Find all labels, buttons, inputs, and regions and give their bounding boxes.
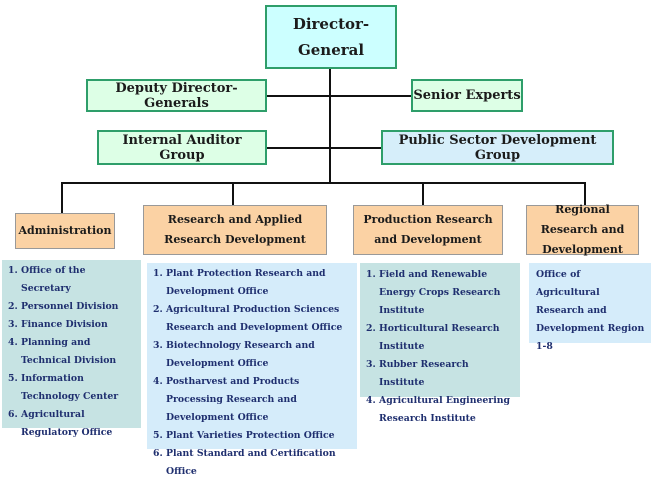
list-item: 1.Office of the Secretary <box>8 265 86 294</box>
director-general-box: Director-General <box>265 5 397 69</box>
list-item: 2.Agricultural Production Sciences Resea… <box>153 304 343 333</box>
connector-lines <box>61 68 586 213</box>
list-item: Office of Agricultural Research and Deve… <box>536 269 645 352</box>
division-research-applied-label: Research and Applied Research Developmen… <box>164 213 306 246</box>
deputy-director-generals-box: Deputy Director-Generals <box>86 79 267 112</box>
list-item: 5.Plant Varieties Protection Office <box>153 430 335 441</box>
list-item: 2.Horticultural Research Institute <box>366 323 500 352</box>
division-regional-label: Regional Research and Development <box>540 203 625 256</box>
list-item: 3.Finance Division <box>8 319 108 330</box>
division-administration-box: Administration <box>15 213 115 249</box>
regional-list: Office of Agricultural Research and Deve… <box>529 263 651 352</box>
list-item: 4.Postharvest and Products Processing Re… <box>153 376 300 423</box>
senior-experts-box: Senior Experts <box>411 79 523 112</box>
senior-experts-label: Senior Experts <box>413 88 521 103</box>
list-item: 2.Personnel Division <box>8 301 119 312</box>
division-research-applied-box: Research and Applied Research Developmen… <box>143 205 327 255</box>
internal-auditor-group-box: Internal Auditor Group <box>97 130 267 165</box>
list-item: 3.Rubber Research Institute <box>366 359 469 388</box>
list-item: 6.Plant Standard and Certification Offic… <box>153 448 336 477</box>
list-item: 3.Biotechnology Research and Development… <box>153 340 315 369</box>
list-item: 5.Information Technology Center <box>8 373 119 402</box>
list-item: 4.Agricultural Engineering Research Inst… <box>366 395 510 424</box>
public-sector-development-group-label: Public Sector Development Group <box>398 132 597 163</box>
public-sector-development-group-box: Public Sector Development Group <box>381 130 614 165</box>
division-production-label: Production Research and Development <box>363 213 493 246</box>
internal-auditor-group-label: Internal Auditor Group <box>122 132 242 163</box>
list-item: 6.Agricultural Regulatory Office <box>8 409 113 438</box>
division-regional-box: Regional Research and Development <box>526 203 639 256</box>
list-item: 1.Plant Protection Research and Developm… <box>153 268 326 297</box>
production-list: 1.Field and Renewable Energy Crops Resea… <box>360 263 520 424</box>
list-item: 1.Field and Renewable Energy Crops Resea… <box>366 269 501 316</box>
deputy-director-generals-label: Deputy Director-Generals <box>115 80 238 111</box>
division-administration-label: Administration <box>18 224 112 237</box>
research-applied-list: 1.Plant Protection Research and Developm… <box>147 263 357 477</box>
director-general-label: Director-General <box>292 15 370 59</box>
administration-list: 1.Office of the Secretary 2.Personnel Di… <box>2 260 141 438</box>
list-item: 4.Planning and Technical Division <box>8 337 117 366</box>
division-production-box: Production Research and Development <box>353 205 503 255</box>
